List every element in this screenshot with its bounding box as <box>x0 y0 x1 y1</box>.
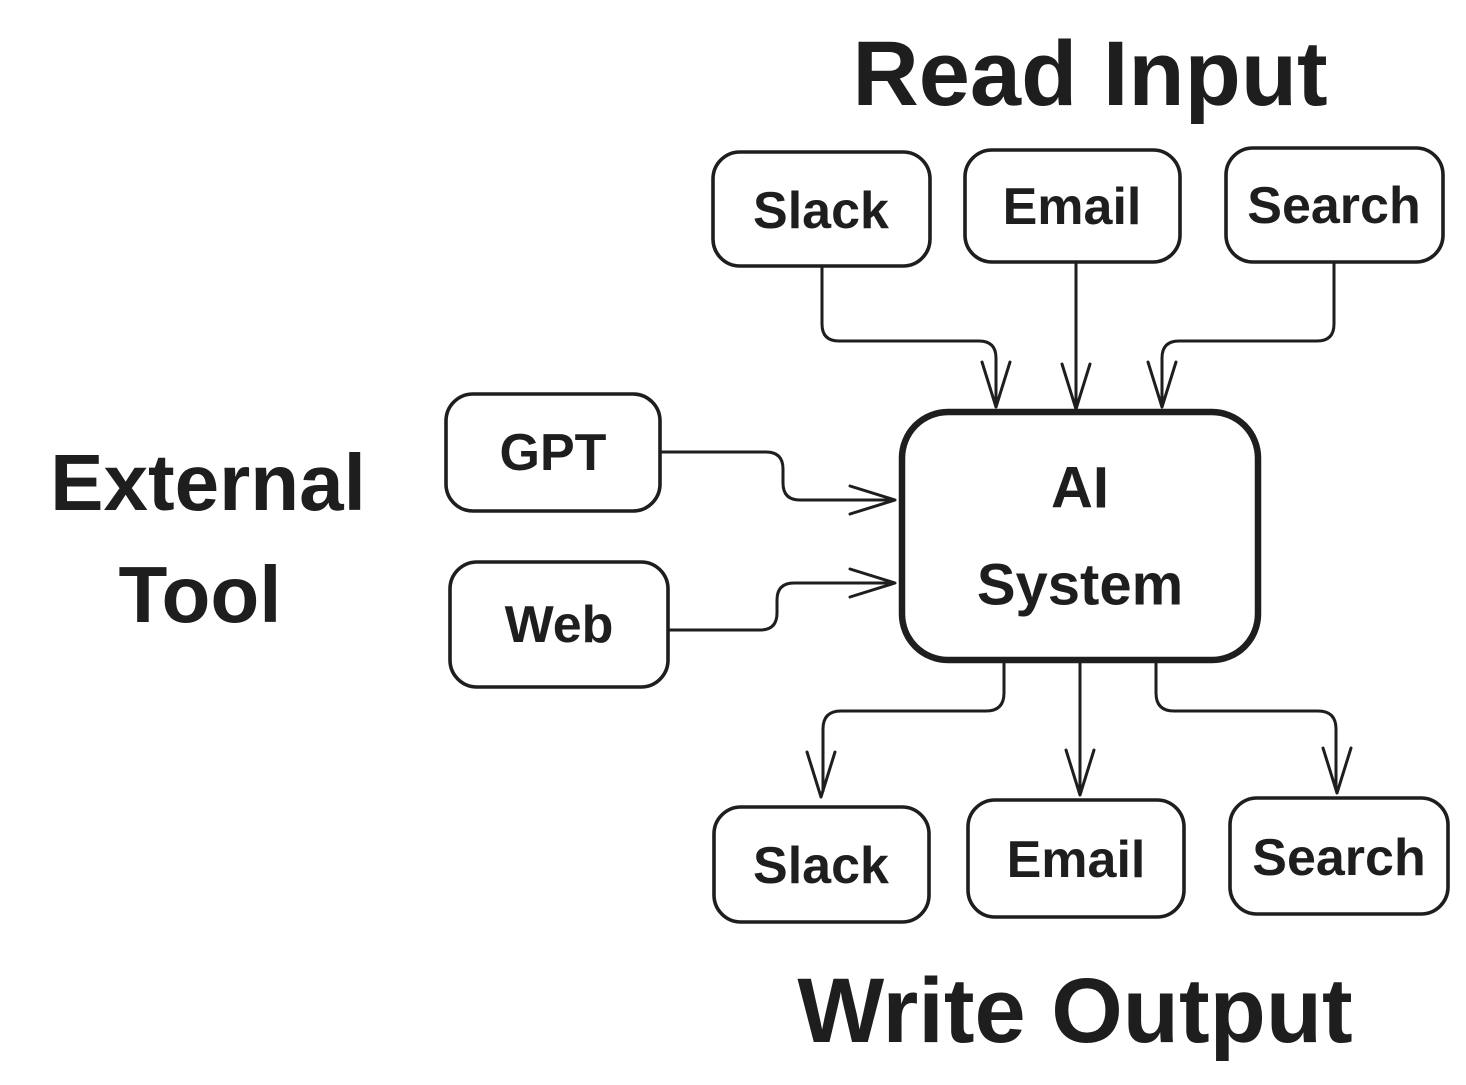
arrowhead-right-icon <box>848 484 897 516</box>
node-ai-system-label-line1: AI <box>1051 456 1109 521</box>
node-input-email-label: Email <box>1003 178 1142 236</box>
node-ai-system-label-line2: System <box>977 553 1183 618</box>
node-output-email-label: Email <box>1007 831 1146 889</box>
node-input-search: Search <box>1224 146 1445 264</box>
arrow-web-to-ai <box>666 567 897 632</box>
arrow-ai-to-output-search <box>1154 659 1353 795</box>
external-tool-title-line2: Tool <box>119 550 282 639</box>
node-input-slack-label: Slack <box>753 182 889 240</box>
node-input-slack: Slack <box>711 150 932 268</box>
external-tool-title-line1: External <box>50 438 366 527</box>
arrow-input-email-to-ai <box>1060 262 1092 411</box>
arrowhead-right-icon <box>848 567 897 599</box>
arrowhead-down-icon <box>1146 360 1178 409</box>
node-tool-gpt-label: GPT <box>500 424 607 482</box>
arrowhead-down-icon <box>1064 748 1096 797</box>
node-tool-gpt: GPT <box>444 392 662 513</box>
node-input-email: Email <box>963 148 1182 264</box>
arrow-gpt-to-ai <box>660 450 897 516</box>
arrow-input-search-to-ai <box>1146 262 1336 409</box>
write-output-title: Write Output <box>797 960 1352 1062</box>
node-tool-web: Web <box>448 560 670 689</box>
node-output-slack-label: Slack <box>753 837 889 895</box>
node-tool-web-label: Web <box>505 596 614 654</box>
node-output-slack: Slack <box>712 805 931 924</box>
arrow-ai-to-output-slack <box>805 659 1006 799</box>
read-input-title: Read Input <box>852 23 1327 125</box>
node-output-search: Search <box>1228 796 1450 916</box>
arrowhead-down-icon <box>1321 746 1353 795</box>
arrow-ai-to-output-email <box>1064 659 1096 797</box>
arrowhead-down-icon <box>980 360 1012 409</box>
arrow-input-slack-to-ai <box>820 266 1012 409</box>
arrowhead-down-icon <box>805 750 837 799</box>
node-output-search-label: Search <box>1252 829 1425 887</box>
node-input-search-label: Search <box>1247 177 1420 235</box>
node-ai-system: AI System <box>898 408 1262 664</box>
node-output-email: Email <box>966 798 1186 919</box>
